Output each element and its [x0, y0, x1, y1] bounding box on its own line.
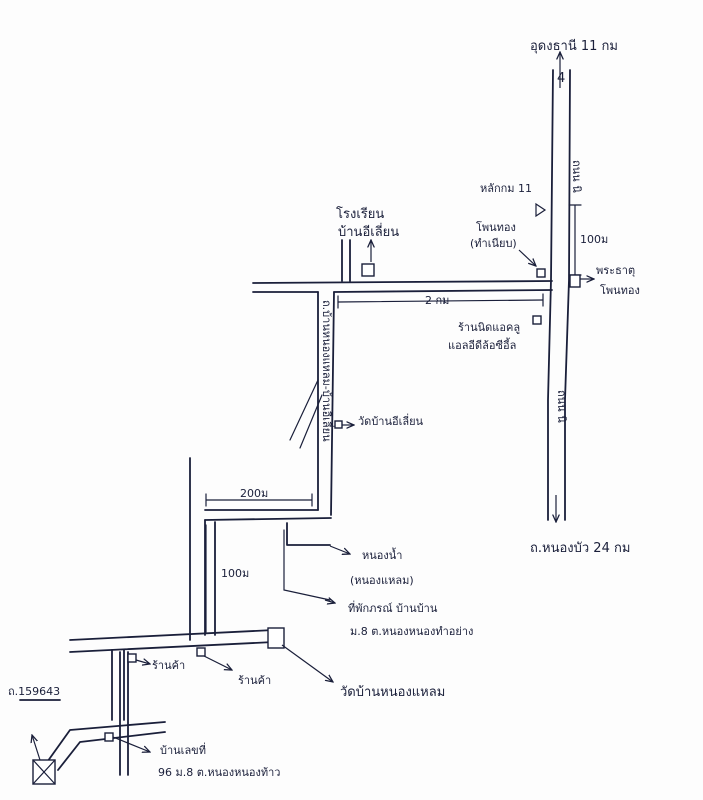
phonthong-arrow	[518, 249, 536, 266]
label-house-line1: บ้านเลขที่	[160, 744, 206, 757]
shop-b-marker	[196, 647, 206, 657]
label-water-line1: หนองน้ำ	[362, 549, 403, 562]
label-house-line2: 96 ม.8 ต.หนองหนองท้าว	[158, 766, 281, 779]
label-wat-nonglaem: วัดบ้านหนองแหลม	[340, 685, 446, 700]
label-dist-100m-top: 100ม	[580, 233, 609, 246]
label-hwy-lower: ถนน นิ	[555, 390, 568, 423]
shop-marker	[532, 315, 542, 325]
lower-road-top	[69, 629, 275, 641]
label-km11: หลักกม 11	[480, 182, 533, 195]
km11-flag	[535, 202, 547, 218]
wat-nonglaem-marker	[267, 627, 285, 649]
shop-a-marker	[127, 653, 137, 663]
lane-to-house-2	[119, 651, 129, 776]
route-code-arrow	[32, 735, 41, 761]
main-highway-right	[564, 69, 571, 521]
label-temple-right-line2: โพนทอง	[600, 284, 640, 297]
wat-eelian-marker	[334, 420, 343, 429]
dim-200m	[205, 493, 313, 507]
label-side-road: ถ.บ้านหนองแหลม-บ้านอีเลี่ยน	[320, 300, 333, 442]
label-north-route: 4	[557, 71, 566, 86]
address-arrow	[324, 600, 335, 603]
label-shop-a: ร้านค้า	[152, 659, 186, 672]
house-arrow	[112, 736, 150, 752]
pond-arrow	[329, 545, 350, 554]
upper-road-top	[252, 280, 553, 284]
wat-nonglaem-arrow	[281, 644, 333, 682]
house-marker	[104, 732, 114, 742]
label-dist-100m-left: 100ม	[221, 567, 250, 580]
school-lane	[341, 239, 351, 282]
mid-road-conn-bottom	[204, 517, 332, 521]
label-water-line2: (หนองแหลม)	[350, 574, 414, 587]
label-shop-line2: แอลอีดีล้อซีอี้ล	[448, 339, 517, 352]
side-branch-diag	[289, 379, 323, 449]
left-lane	[204, 519, 216, 636]
house-loop	[44, 721, 166, 771]
phonthong-marker	[536, 268, 546, 278]
label-phonthong-line1: โพนทอง	[476, 221, 516, 234]
label-school-line1: โรงเรียน	[336, 207, 385, 222]
label-address-line2: ม.8 ต.หนองหนองทำอย่าง	[350, 625, 474, 638]
upper-road-bottom	[252, 289, 553, 293]
label-route-code: ถ.159643	[8, 685, 61, 698]
pond-lead	[283, 529, 331, 601]
school-marker	[361, 263, 375, 277]
temple-right-marker	[569, 274, 581, 288]
label-shop-line1: ร้านนิดแอคลู	[458, 321, 521, 334]
label-dist-2km: 2 กม	[425, 294, 450, 307]
shop-b-arrow	[203, 655, 232, 670]
dim-2km-line	[337, 299, 544, 303]
label-phonthong-line2: (ทำเนียบ)	[470, 237, 517, 250]
route-code-box-cross	[32, 759, 56, 785]
label-wat-eelian: วัดบ้านอีเลี่ยน	[358, 415, 424, 428]
dim-2km-ticks	[337, 293, 544, 309]
label-temple-right-line1: พระธาตุ	[596, 264, 636, 277]
label-address-line1: ที่พักภรณ์ บ้านบ้าน	[348, 602, 438, 615]
pond-lane	[286, 522, 331, 546]
label-north-dest: อุดงธานี 11 กม	[530, 39, 618, 54]
label-school-line2: บ้านอีเลี่ยน	[338, 225, 400, 240]
label-dist-200m: 200ม	[240, 487, 269, 500]
shop-a-arrow	[135, 660, 150, 664]
lane-to-house-1	[111, 649, 125, 721]
label-hwy-upper: ถนน นิ	[570, 160, 583, 193]
side-road-right	[330, 291, 335, 516]
label-south-dest: ถ.หนองบัว 24 กม	[530, 541, 631, 556]
label-shop-b: ร้านค้า	[238, 674, 272, 687]
main-highway-left	[547, 69, 554, 521]
lower-road-bottom	[69, 641, 275, 653]
